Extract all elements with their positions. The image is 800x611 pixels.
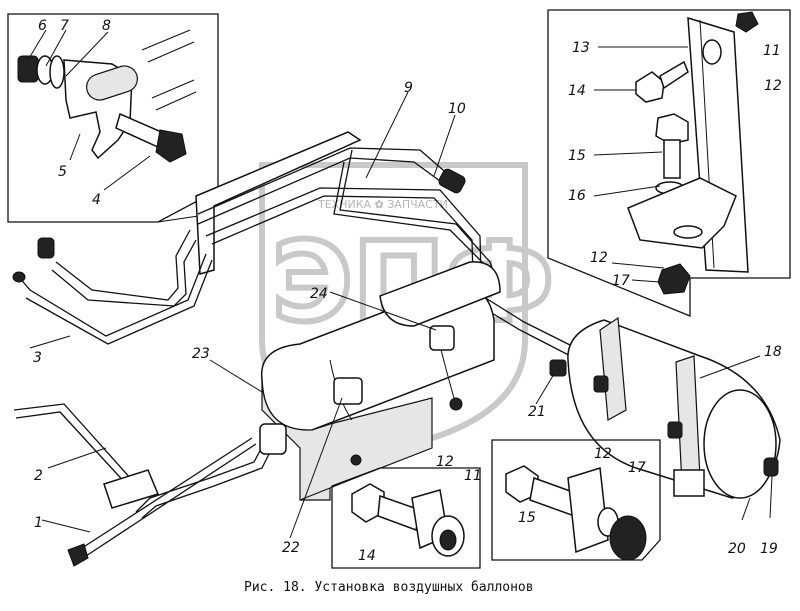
callout-23: 23: [192, 346, 210, 362]
callout-14-bottom-left: 14: [358, 548, 376, 564]
air-cylinder-right: [567, 316, 781, 499]
callout-24: 24: [310, 286, 328, 302]
callout-11-bottom-left: 11: [464, 468, 482, 484]
leader-lines: [27, 29, 773, 539]
callout-15-bottom-right: 15: [518, 510, 536, 526]
callout-11-top: 11: [763, 43, 781, 59]
callout-labels: 1 2 3 4 5 6 7 8 9 10 11 12 13 14 15 16 1…: [33, 18, 782, 564]
callout-3: 3: [33, 350, 42, 366]
inset-bottom-left: [331, 467, 481, 569]
callout-9: 9: [404, 80, 413, 96]
drain-rods: [13, 403, 257, 567]
callout-8: 8: [102, 18, 111, 34]
callout-1: 1: [34, 515, 43, 531]
callout-13: 13: [572, 40, 590, 56]
callout-22: 22: [282, 540, 300, 556]
callout-2: 2: [34, 468, 43, 484]
inset-top-right: [547, 9, 791, 317]
callout-19: 19: [760, 541, 778, 557]
callout-10: 10: [448, 101, 466, 117]
callout-14-top: 14: [568, 83, 586, 99]
callout-17-top: 17: [612, 273, 630, 289]
callout-12-mid: 12: [590, 250, 608, 266]
callout-17-bottom-right: 17: [628, 460, 646, 476]
callout-12-top: 12: [764, 78, 782, 94]
inset-bottom-right: [491, 439, 661, 561]
pipework: [12, 131, 597, 519]
callout-20: 20: [728, 541, 746, 557]
callout-15-top: 15: [568, 148, 586, 164]
callout-6: 6: [38, 18, 47, 34]
callout-21: 21: [528, 404, 546, 420]
inset-top-left: [7, 13, 219, 223]
callout-12-bottom-left: 12: [436, 454, 454, 470]
callout-7: 7: [60, 18, 69, 34]
callout-16: 16: [568, 188, 586, 204]
callout-5: 5: [58, 164, 67, 180]
callout-18: 18: [764, 344, 782, 360]
air-cylinder-left: [259, 261, 501, 501]
figure-caption: Рис. 18. Установка воздушных баллонов: [244, 580, 534, 595]
watermark-text: ТЕХНИКА ✿ ЗАПЧАСТИ: [317, 198, 448, 211]
callout-12-bottom-right: 12: [594, 446, 612, 462]
watermark: ЭПФ ТЕХНИКА ✿ ЗАПЧАСТИ: [259, 162, 557, 452]
callout-4: 4: [92, 192, 101, 208]
